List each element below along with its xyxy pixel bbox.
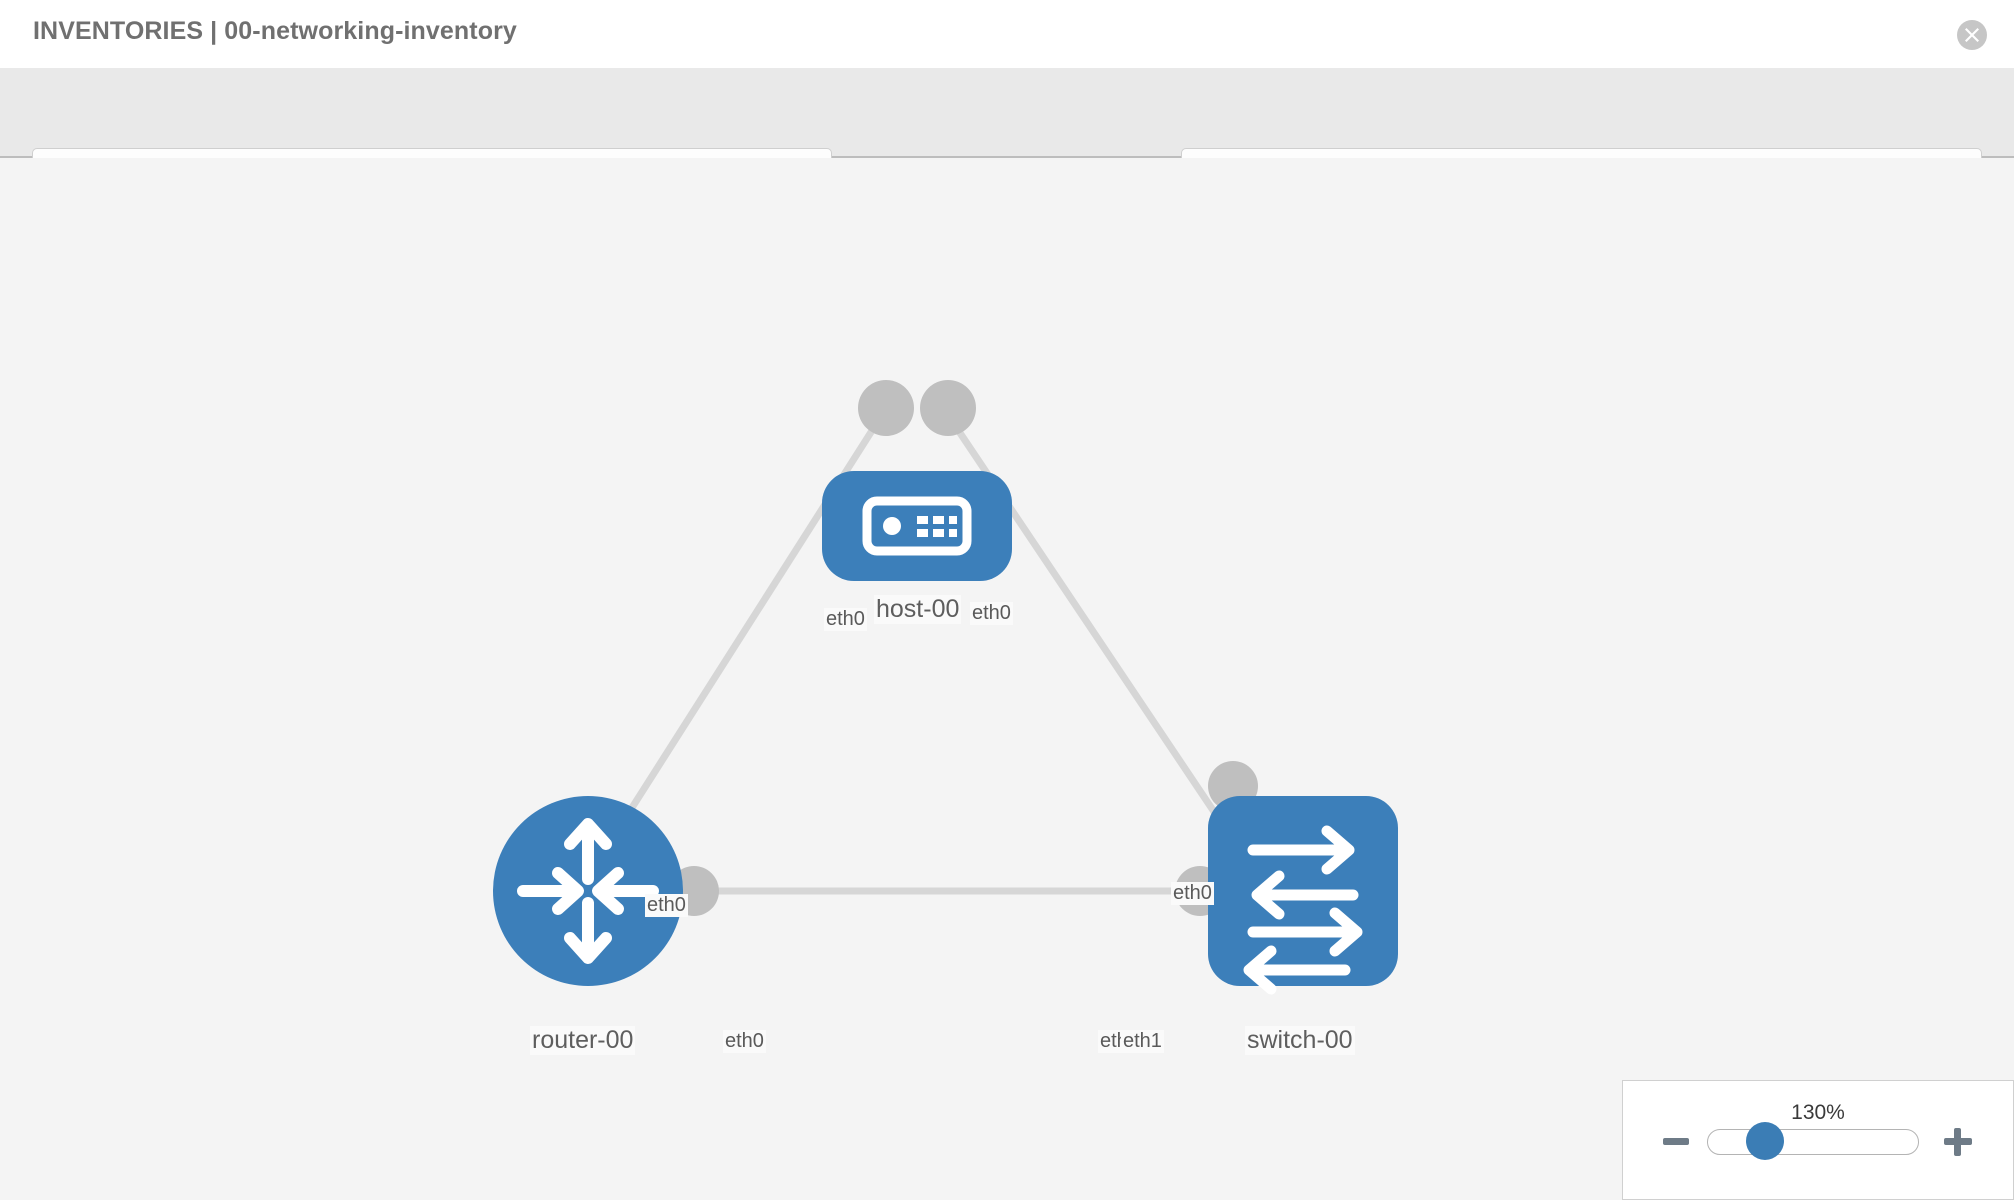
topology-graph: [493, 380, 1398, 995]
switch-icon: [1243, 825, 1363, 995]
edge-label-router00-switch00-src: eth0: [723, 1030, 766, 1053]
node-host-00[interactable]: [822, 471, 1012, 581]
node-label-host-00: host-00: [874, 595, 962, 624]
edge-label-host00-router00-dst: eth0: [645, 894, 688, 917]
close-icon[interactable]: [1957, 20, 1987, 50]
page-title: INVENTORIES | 00-networking-inventory: [33, 17, 517, 45]
router-icon: [517, 818, 659, 964]
zoom-level-value: 130%: [1791, 1101, 1845, 1124]
port-layer: [669, 380, 1258, 916]
zoom-out-button[interactable]: [1663, 1138, 1689, 1145]
toolbar: ACTIONS SEARCH: [0, 68, 2014, 201]
node-label-router-00: router-00: [530, 1026, 636, 1055]
port-host00-left: [858, 380, 914, 436]
topology-canvas[interactable]: host-00 router-00 switch-00 eth0 eth0 et…: [0, 158, 2014, 1200]
zoom-slider-track[interactable]: [1707, 1129, 1919, 1155]
page-header: INVENTORIES | 00-networking-inventory: [0, 0, 2014, 68]
port-host00-right: [920, 380, 976, 436]
edge-label-host00-switch00-dst: eth0: [1171, 882, 1214, 905]
edge-label-host00-switch00-src: eth0: [970, 602, 1013, 625]
node-router-00[interactable]: [493, 796, 683, 986]
zoom-slider-thumb[interactable]: [1746, 1122, 1784, 1160]
node-switch-00[interactable]: [1208, 796, 1398, 995]
edge-label-router00-switch00-dst: eth1: [1121, 1030, 1164, 1053]
edge-label-host00-router00-src: eth0: [824, 608, 867, 631]
node-label-switch-00: switch-00: [1245, 1026, 1355, 1055]
zoom-control-panel: 130%: [1622, 1080, 2014, 1200]
zoom-in-button[interactable]: [1944, 1128, 1972, 1156]
server-icon: [862, 496, 972, 556]
